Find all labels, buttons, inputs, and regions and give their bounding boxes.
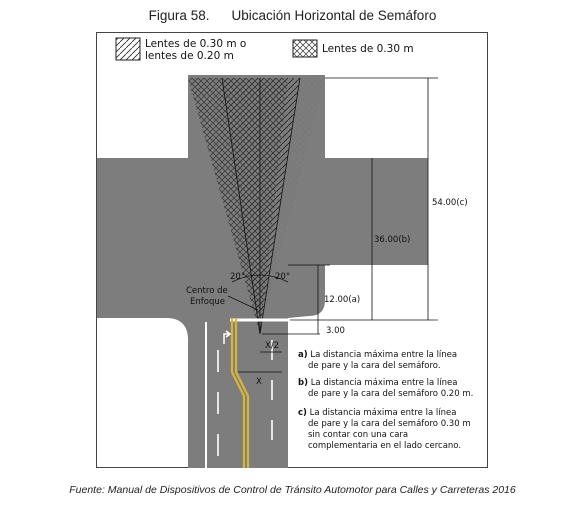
- cone-left-edge: [221, 77, 261, 335]
- note-c-line3: sin contar con una cara: [308, 430, 408, 440]
- cone-overlap: [188, 78, 288, 334]
- legend-item2: Lentes de 0.30 m: [322, 43, 414, 55]
- dim-54-label: 54.00(c): [432, 198, 468, 208]
- focus-leader: [227, 295, 259, 311]
- dim-36-label: 36.00(b): [374, 235, 410, 245]
- note-a-line1: a) La distancia máxima entre la línea: [298, 350, 457, 360]
- offset-full-label: X: [256, 377, 262, 387]
- angle-right-label: 20°: [275, 272, 290, 282]
- focus-label-line2: Enfoque: [190, 297, 225, 307]
- note-b-line1: b) La distancia máxima entre la línea: [298, 378, 457, 388]
- legend-swatch-single-hatch: [115, 37, 141, 61]
- figure-title-text: Ubicación Horizontal de Semáforo: [231, 8, 437, 23]
- turn-arrow-icon: [223, 330, 232, 344]
- angle-arc: [231, 274, 289, 283]
- figure-title: Figura 58. Ubicación Horizontal de Semáfo…: [0, 8, 585, 23]
- figure-number: Figura 58.: [148, 8, 210, 23]
- note-c-line4: complementaria en el lado cercano.: [308, 441, 461, 451]
- figure-caption: Fuente: Manual de Dispositivos de Contro…: [69, 484, 516, 496]
- note-c-line2: de pare y la cara del semáforo 0.30 m: [308, 419, 471, 429]
- legend-item1-line1: Lentes de 0.30 m o: [145, 38, 246, 50]
- offset-half-label: X/2: [265, 341, 279, 351]
- cone-right-edge: [259, 77, 301, 335]
- legend-swatch-cross-hatch: [292, 39, 318, 58]
- note-a-line2: de pare y la cara del semáforo.: [308, 361, 441, 371]
- dim-3-label: 3.00: [326, 326, 345, 336]
- center-line-yellow-1: [230, 318, 246, 468]
- focus-label-line1: Centro de: [186, 286, 228, 296]
- dim-12-label: 12.00(a): [324, 295, 360, 305]
- angle-left-label: 20°: [230, 272, 245, 282]
- legend-item1-line2: lentes de 0.20 m: [145, 50, 234, 62]
- center-line-yellow-2: [234, 318, 250, 468]
- note-c-line1: c) La distancia máxima entre la línea: [298, 408, 456, 418]
- note-b-line2: de pare y la cara del semáforo 0.20 m.: [308, 389, 473, 399]
